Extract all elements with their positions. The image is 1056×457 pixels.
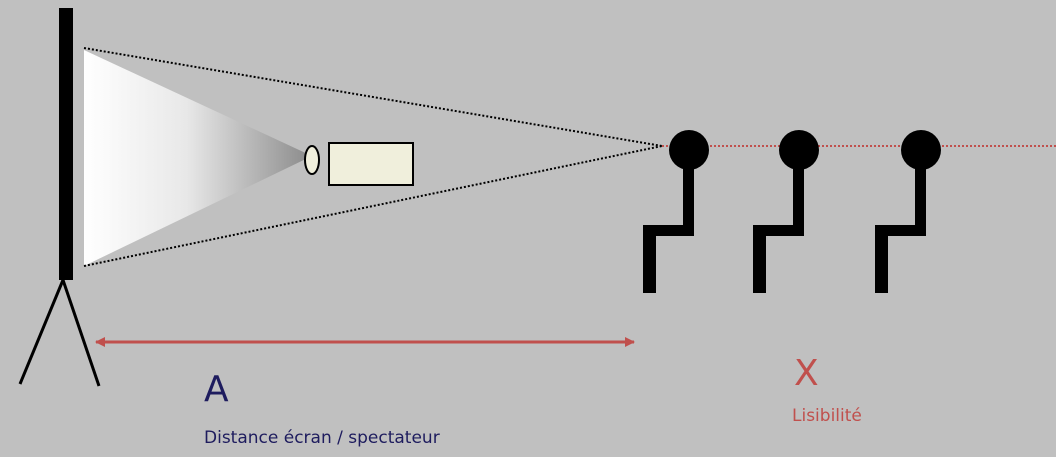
tripod-stand	[18, 279, 101, 387]
projector-lens	[304, 145, 320, 175]
viewer-2	[753, 130, 819, 293]
legibility-label-caption: Lisibilité	[792, 406, 862, 426]
projector-body	[328, 142, 414, 186]
distance-label-caption: Distance écran / spectateur	[204, 428, 440, 448]
projector	[304, 142, 414, 186]
sight-lines	[83, 47, 663, 267]
light-beam	[84, 50, 312, 266]
distance-label-letter: A	[204, 369, 229, 410]
projection-screen	[59, 8, 73, 280]
viewer-1	[643, 130, 709, 293]
legibility-label-letter: X	[794, 353, 819, 394]
viewer-3	[875, 130, 941, 293]
